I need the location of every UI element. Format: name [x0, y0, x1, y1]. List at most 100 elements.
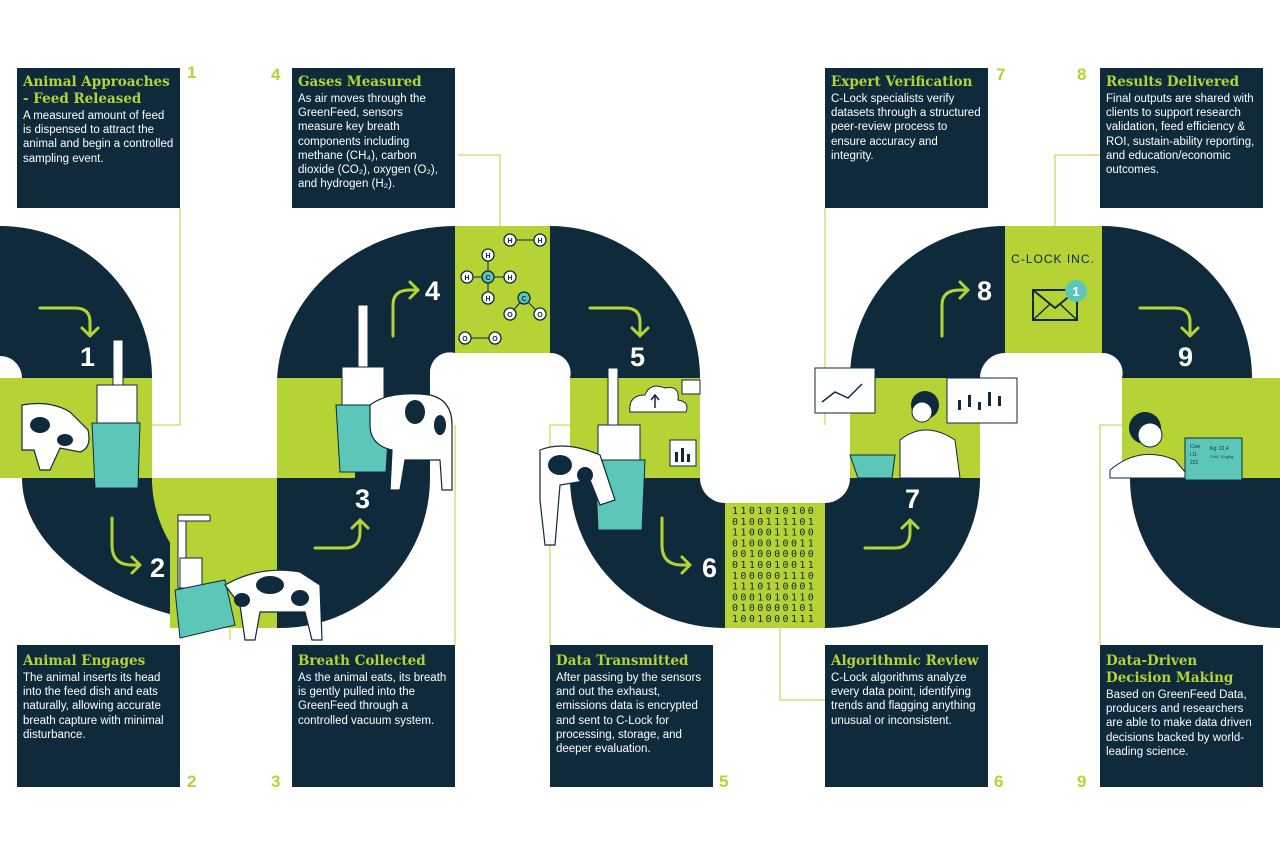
step-7-text: Expert Verification C-Lock specialists v…	[825, 68, 988, 208]
greenfeed-unit-1	[91, 339, 141, 489]
person-decision-icon: Cow I.D. 221 Kg: 22.4 CH4: 10 g/kg	[1109, 412, 1243, 481]
h-atom: H	[507, 238, 512, 245]
step-9-body: Based on GreenFeed Data, producers and r…	[1106, 689, 1252, 758]
card-step-7	[825, 68, 988, 208]
step-8-body: Final outputs are shared with clients to…	[1106, 93, 1255, 177]
c-atom: C	[485, 275, 490, 282]
brand-label: C-LOCK INC.	[1011, 252, 1095, 266]
step-7-title: Expert Verification	[831, 74, 973, 90]
binary-row: 0110010011	[732, 560, 816, 571]
card-step-9	[1100, 645, 1263, 787]
card-number-4: 4	[271, 65, 281, 84]
card-step-8	[1100, 68, 1263, 208]
step-6-text: Algorithmic Review C-Lock algorithms ana…	[825, 645, 988, 787]
binary-row: 0001010110	[732, 592, 816, 603]
h-atom: H	[464, 275, 469, 282]
h-atom: H	[485, 296, 490, 303]
h-atom: H	[485, 253, 490, 260]
dashboard-kg: Kg: 22.4	[1210, 446, 1229, 452]
o-atom: O	[462, 336, 468, 343]
step-5-text: Data Transmitted After passing by the se…	[550, 645, 713, 787]
track-number-5: 5	[630, 342, 645, 372]
step-1-body: A measured amount of feed is dispensed t…	[23, 110, 174, 165]
greenfeed-unit-2	[174, 514, 236, 639]
dashboard-ch4: CH4: 10 g/kg	[1210, 454, 1233, 459]
step-3-body: As the animal eats, its breath is gently…	[298, 672, 447, 727]
dashboard-id: I.D.	[1190, 452, 1198, 458]
c-atom: C	[521, 296, 526, 303]
h-atom: H	[507, 275, 512, 282]
step-2-body: The animal inserts its head into the fee…	[23, 672, 164, 741]
step-4-title: Gases Measured	[298, 74, 422, 90]
card-step-3	[292, 645, 455, 787]
cloud-upload-icon	[629, 385, 688, 413]
step-6-body: C-Lock algorithms analyze every data poi…	[831, 672, 976, 727]
person-analyst-icon	[814, 367, 1018, 479]
binary-row: 0100010011	[732, 538, 816, 549]
binary-row: 1110110001	[732, 582, 816, 593]
binary-row: 0100111101	[732, 517, 816, 528]
track-number-1: 1	[80, 342, 95, 372]
dashboard-cow: Cow	[1190, 444, 1200, 450]
chart-window-icon	[669, 379, 701, 467]
track-number-4: 4	[425, 276, 440, 306]
card-number-1: 1	[187, 63, 196, 82]
card-number-2: 2	[187, 772, 196, 791]
step-1-title: Animal Approaches - Feed Released	[23, 74, 170, 107]
step-9-title: Data-Driven Decision Making	[1106, 653, 1234, 686]
track-number-6: 6	[702, 553, 717, 583]
binary-row: 1101010100	[732, 506, 816, 517]
mail-block: C-LOCK INC. 1	[1011, 252, 1095, 321]
card-step-2	[17, 645, 180, 787]
step-cards	[17, 68, 1263, 787]
track-number-2: 2	[150, 553, 165, 583]
card-number-7: 7	[996, 65, 1005, 84]
binary-row: 1100011100	[732, 528, 816, 539]
step-7-body: C-Lock specialists verify datasets throu…	[831, 93, 981, 162]
notification-badge	[1065, 280, 1087, 302]
card-step-numbers: 1 2 3 4 5 6 7 8 9	[187, 63, 1086, 791]
binary-row: 0100000101	[732, 603, 816, 614]
cow-icon-2	[224, 569, 323, 641]
step-3-title: Breath Collected	[298, 653, 426, 669]
track-number-7: 7	[905, 484, 920, 514]
track-number-8: 8	[977, 276, 992, 306]
step-5-title: Data Transmitted	[556, 653, 689, 669]
h-atom: H	[537, 238, 542, 245]
cow-icon-1	[21, 402, 90, 471]
track-numbers: 1 2 3 4 5 6 7 8 9	[80, 276, 1193, 583]
step-4-body: As air moves through the GreenFeed, sens…	[298, 93, 438, 191]
step-3-text: Breath Collected As the animal eats, its…	[292, 645, 455, 787]
molecules-icon: H H H H H H C C O O O O	[458, 233, 547, 345]
card-step-5	[550, 645, 713, 787]
step-4-text: Gases Measured As air moves through the …	[292, 68, 455, 208]
step-6-title: Algorithmic Review	[831, 653, 979, 669]
card-step-6	[825, 645, 988, 787]
step-5-body: After passing by the sensors and out the…	[556, 672, 702, 756]
step-1-text: Animal Approaches - Feed Released A meas…	[17, 68, 180, 208]
step-2-text: Animal Engages The animal inserts its he…	[17, 645, 180, 787]
binary-row: 1001000111	[732, 614, 816, 625]
card-number-8: 8	[1077, 65, 1086, 84]
card-number-5: 5	[719, 772, 728, 791]
binary-row: 1000001110	[732, 571, 816, 582]
card-number-6: 6	[994, 772, 1003, 791]
step-8-text: Results Delivered Final outputs are shar…	[1100, 68, 1263, 208]
step-8-title: Results Delivered	[1106, 74, 1240, 90]
card-step-1	[17, 68, 180, 208]
card-number-3: 3	[271, 772, 280, 791]
dashboard-id-value: 221	[1190, 460, 1199, 466]
cow-icon-3	[369, 393, 453, 491]
card-step-4	[292, 68, 455, 208]
cow-icon-5	[539, 445, 616, 546]
card-number-9: 9	[1077, 772, 1086, 791]
flow-arrows	[38, 280, 1200, 575]
badge-count: 1	[1072, 284, 1079, 299]
binary-row: 0010000000	[732, 549, 816, 560]
o-atom: O	[537, 312, 543, 319]
binary-data-icon: 1101010100010011110111000111000100010011…	[732, 506, 816, 625]
step-9-text: Data-Driven Decision Making Based on Gre…	[1100, 645, 1263, 787]
o-atom: O	[507, 312, 513, 319]
o-atom: O	[492, 336, 498, 343]
